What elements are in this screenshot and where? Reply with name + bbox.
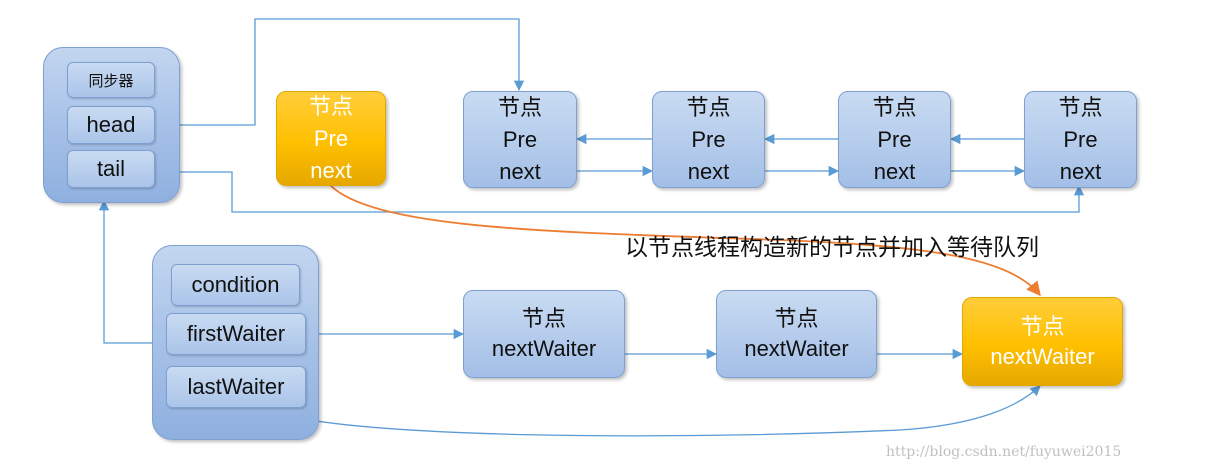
head-field: head: [67, 106, 155, 144]
node-next: next: [1059, 158, 1102, 184]
last-waiter-pointer-line: [257, 385, 1041, 437]
move-annotation: 以节点线程构造新的节点并加入等待队列: [625, 235, 1039, 261]
node-title: 节点: [308, 93, 353, 119]
watermark-url: http://blog.csdn.net/fuyuwei2015: [886, 444, 1122, 460]
sync-node-3: 节点 Pre next: [838, 91, 951, 188]
node-pre: Pre: [877, 126, 912, 152]
node-next: next: [310, 157, 352, 183]
node-title: 节点: [1020, 313, 1065, 339]
tail-field: tail: [67, 150, 155, 188]
synchronizer-label: 同步器: [67, 62, 155, 98]
node-title: 节点: [1058, 94, 1103, 120]
last-waiter-field: lastWaiter: [166, 366, 306, 408]
new-wait-node: 节点 nextWaiter: [962, 297, 1123, 386]
node-pre: Pre: [313, 125, 349, 151]
tail-pointer-line: [178, 171, 1085, 213]
node-next-waiter: nextWaiter: [744, 336, 849, 361]
node-pre: Pre: [1063, 126, 1098, 152]
node-pre: Pre: [502, 126, 538, 152]
node-title: 节点: [872, 94, 917, 120]
condition-to-sync-line: [98, 199, 152, 344]
node-next: next: [499, 158, 541, 184]
wait-node-2: 节点 nextWaiter: [716, 290, 877, 378]
node-next-waiter: nextWaiter: [990, 343, 1095, 369]
wait-node-1: 节点 nextWaiter: [463, 290, 625, 378]
first-waiter-field: firstWaiter: [166, 313, 306, 355]
sync-node-1: 节点 Pre next: [463, 91, 577, 188]
sync-node-4: 节点 Pre next: [1024, 91, 1137, 188]
node-title: 节点: [497, 94, 542, 120]
node-title: 节点: [521, 306, 566, 331]
node-title: 节点: [686, 94, 731, 120]
node-next: next: [873, 158, 916, 184]
node-pre: Pre: [691, 126, 726, 152]
new-sync-node: 节点 Pre next: [276, 91, 386, 186]
head-pointer-line: [178, 18, 525, 126]
node-next: next: [687, 158, 730, 184]
condition-label: condition: [171, 264, 300, 306]
node-next-waiter: nextWaiter: [491, 336, 597, 361]
move-node-arrow: [329, 184, 1041, 297]
node-title: 节点: [774, 306, 819, 331]
sync-node-2: 节点 Pre next: [652, 91, 765, 188]
